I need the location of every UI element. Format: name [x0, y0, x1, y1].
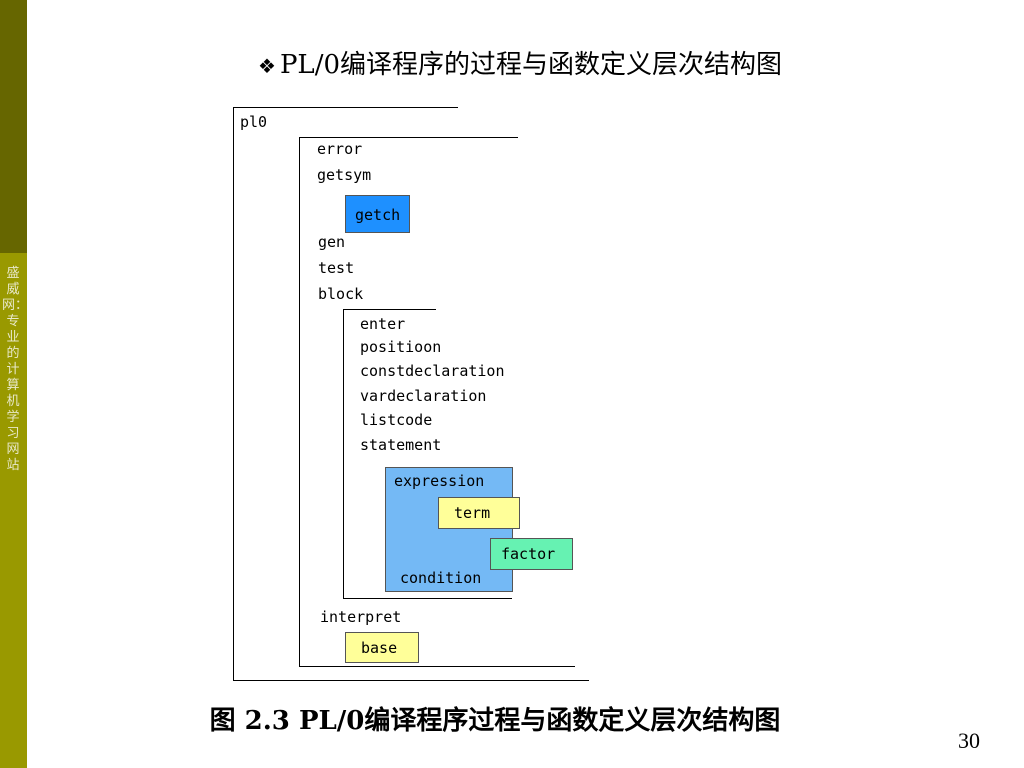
slide-title: ❖PL/0编译程序的过程与函数定义层次结构图 [150, 44, 890, 81]
frame-main-top-mask [518, 136, 588, 139]
node-test: test [318, 259, 355, 277]
frame-block-bottom-mask [512, 596, 592, 599]
node-listcode: listcode [360, 411, 433, 429]
node-condition-label: condition [400, 569, 482, 587]
node-positioon: positioon [360, 338, 442, 356]
sidebar-vertical-text: 盛威网：专业的计算机学习网站 [2, 266, 29, 473]
node-vardeclaration: vardeclaration [360, 387, 487, 405]
node-term-label: term [454, 504, 491, 522]
frame-pl0-top-mask [458, 106, 598, 109]
node-base: base [345, 632, 419, 663]
node-expression-group: expression condition [385, 467, 513, 592]
frame-main-procedures [299, 137, 575, 667]
node-term: term [438, 497, 520, 529]
node-constdeclaration: constdeclaration [360, 362, 505, 380]
node-factor: factor [490, 538, 573, 570]
slide-title-text: PL/0编译程序的过程与函数定义层次结构图 [279, 50, 782, 80]
node-block: block [318, 285, 364, 303]
node-getch: getch [345, 195, 410, 233]
frame-block-top-mask [436, 308, 586, 311]
sidebar-dark-band [0, 0, 27, 253]
frame-pl0-top-tail [234, 107, 458, 108]
figure-caption: 图 2.3 PL/0编译程序过程与函数定义层次结构图 [209, 706, 781, 736]
node-enter: enter [360, 315, 406, 333]
node-error: error [317, 140, 363, 158]
node-interpret: interpret [320, 608, 402, 626]
node-getsym: getsym [317, 166, 372, 184]
node-base-label: base [361, 639, 398, 657]
node-expression-label: expression [394, 472, 485, 490]
node-statement: statement [360, 436, 442, 454]
node-factor-label: factor [501, 545, 556, 563]
node-pl0: pl0 [240, 113, 268, 131]
page-number: 30 [958, 728, 980, 753]
node-getch-label: getch [355, 206, 401, 224]
sidebar-light-band [0, 253, 27, 768]
node-gen: gen [318, 233, 346, 251]
diamond-bullet-icon: ❖ [258, 54, 276, 78]
